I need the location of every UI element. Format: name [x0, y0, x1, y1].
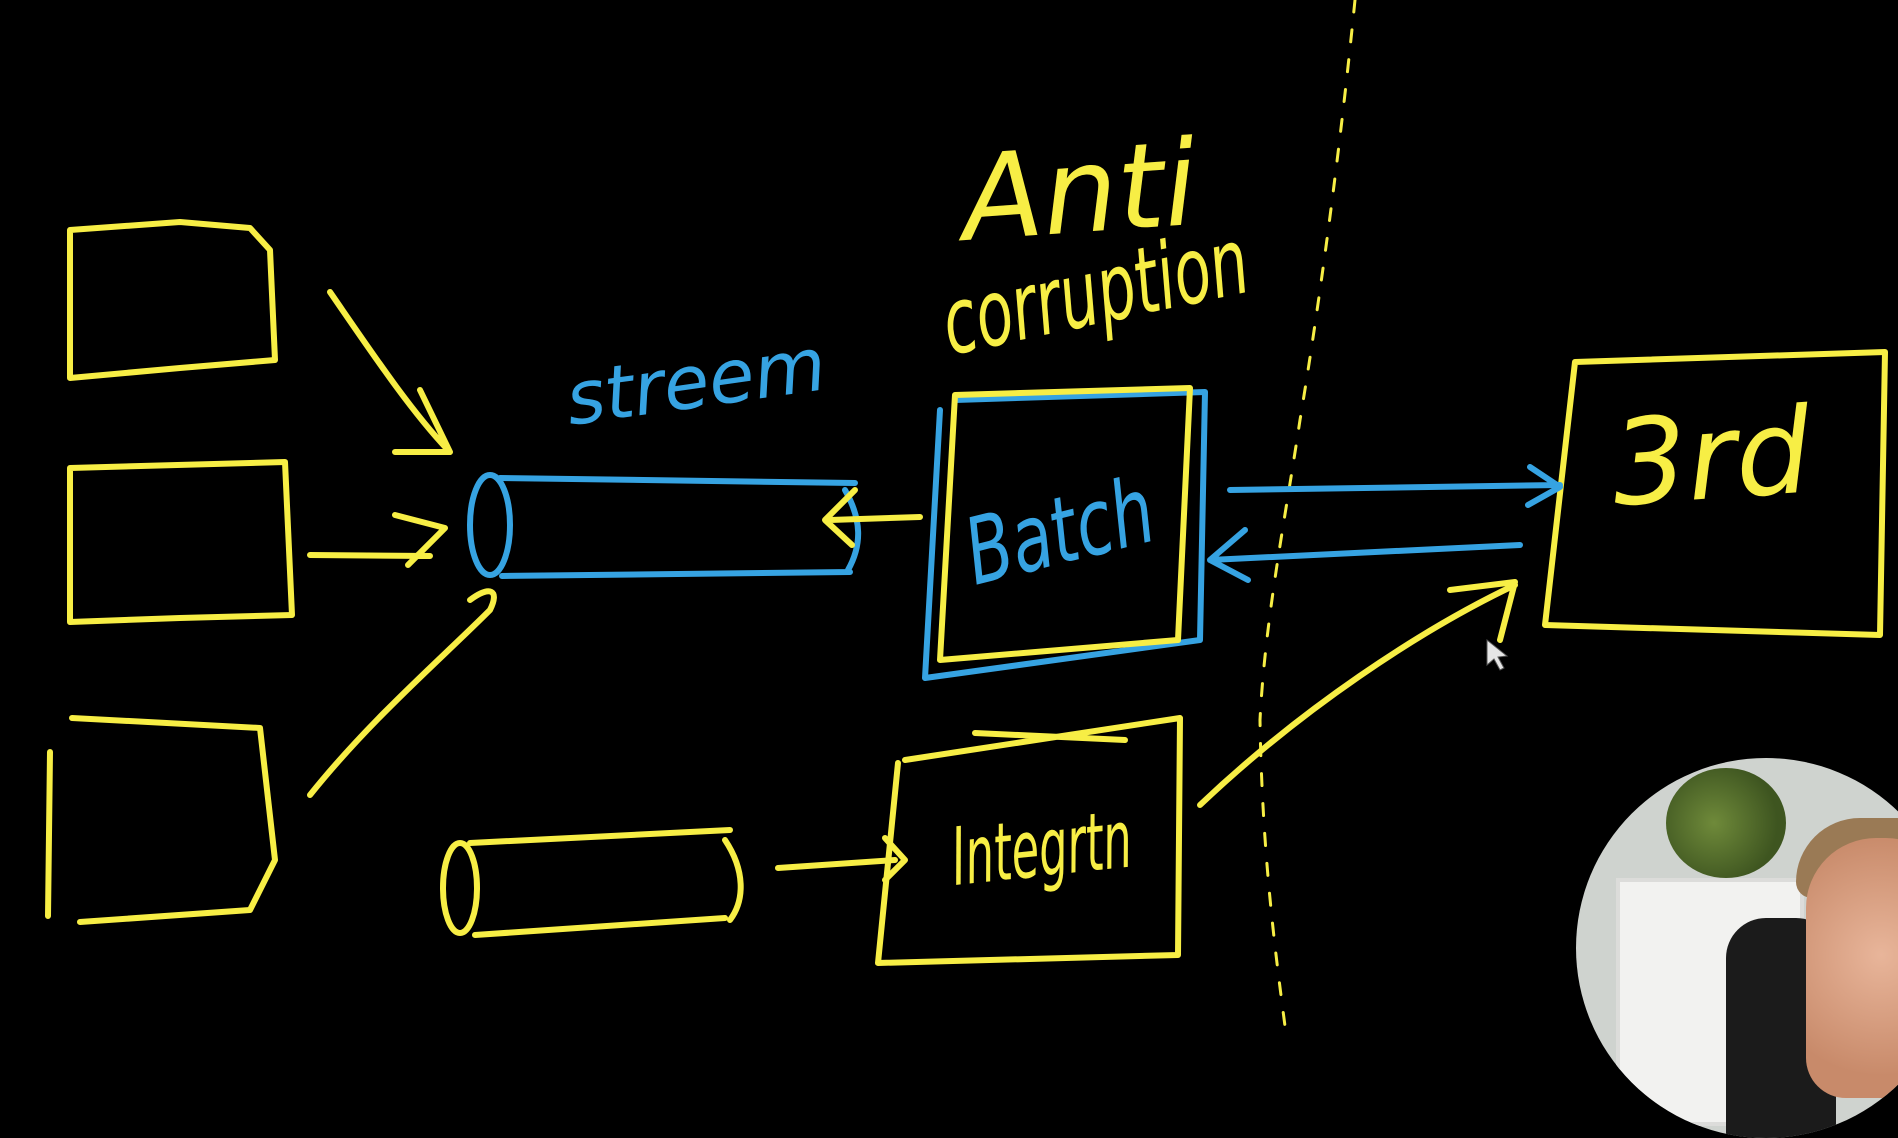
integration-label: Integrtn — [947, 793, 1136, 904]
presenter-face — [1806, 838, 1898, 1098]
arrow-third-to-batch — [1207, 527, 1523, 583]
anti-label: Anti — [950, 114, 1201, 269]
stream-pipe — [497, 475, 862, 579]
stream-label: streem — [561, 321, 832, 443]
mouse-pointer-icon — [1486, 638, 1509, 671]
batch-box-outline-blue — [922, 389, 1208, 681]
batch-label: Batch — [954, 457, 1164, 607]
stream-pipe-end — [467, 472, 513, 578]
integration-pipe — [467, 827, 744, 938]
source-box-middle — [67, 459, 295, 625]
source-box-top — [67, 219, 278, 381]
arrow-integration-to-third — [1197, 579, 1518, 808]
plant — [1666, 768, 1786, 878]
arrow-bottom-to-stream — [307, 588, 497, 798]
third-party-box — [1542, 349, 1888, 638]
arrow-batch-to-third — [1227, 464, 1563, 508]
integration-pipe-end — [440, 840, 480, 936]
source-box-bottom — [45, 715, 278, 925]
system-boundary-line — [1258, 0, 1357, 1026]
whiteboard-canvas: streem Anti corruption Batch Integrtn 3r… — [45, 0, 1888, 1026]
arrow-top-to-stream — [327, 289, 453, 455]
arrow-middle-to-stream — [307, 512, 448, 568]
batch-box — [937, 385, 1193, 663]
integration-box — [875, 715, 1183, 966]
third-party-label: 3rd — [1607, 381, 1816, 533]
arrow-batch-to-stream — [822, 487, 923, 548]
